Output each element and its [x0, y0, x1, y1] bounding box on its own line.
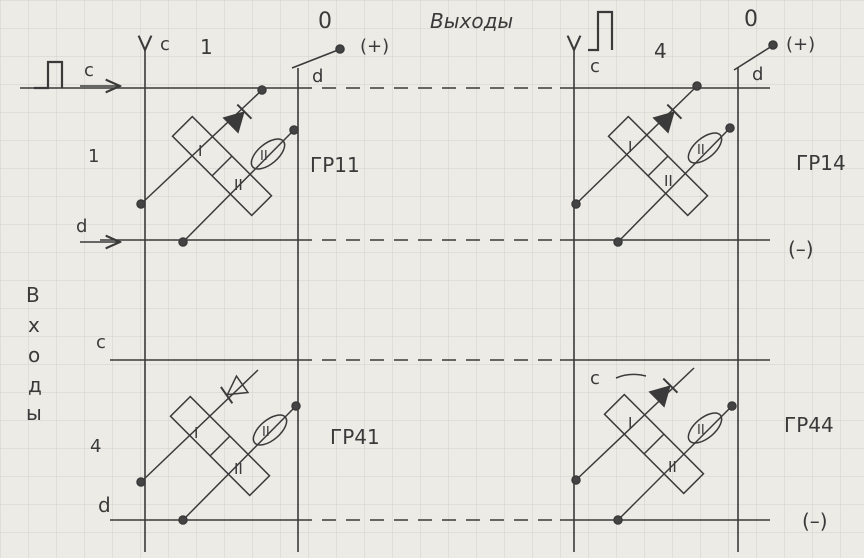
gr41-winding-3: II — [262, 425, 270, 440]
inputs-letter-2: х — [28, 313, 40, 337]
gr44-winding-2: II — [668, 458, 677, 476]
gr14-winding-2: II — [664, 172, 673, 190]
element-gr44: I II II ГР44 c — [571, 367, 834, 525]
plus-label-right: (+) — [786, 34, 815, 55]
gr14-winding-3: II — [697, 143, 705, 158]
gr44-label: ГР44 — [784, 413, 834, 437]
diode-icon — [652, 103, 683, 134]
output-zero-left: 0 — [318, 9, 332, 34]
gr41-label: ГР41 — [330, 425, 380, 449]
gr11-winding-2: II — [234, 176, 243, 194]
plus-label-left: (+) — [360, 36, 389, 57]
gr41-winding-2: II — [234, 460, 243, 478]
vertical-rails — [145, 50, 739, 552]
inputs-letter-4: д — [28, 373, 42, 397]
output-leads — [291, 40, 778, 71]
minus-label-top: (–) — [788, 237, 814, 261]
rail-label-c-left: c — [160, 34, 170, 55]
gr14-winding-1: I — [628, 138, 632, 156]
gr11-label: ГР11 — [310, 153, 360, 177]
element-gr14: I II II ГР14 — [571, 81, 846, 247]
input-c-row4-label: c — [96, 332, 106, 353]
input-c-row1-label: c — [84, 60, 94, 81]
gr44-c-label: c — [590, 368, 600, 389]
row-number-bottom: 4 — [90, 436, 101, 457]
pulse-symbol-right — [588, 10, 614, 52]
input-d-row1-label: d — [76, 216, 87, 237]
element-gr11: I II II ГР11 — [136, 85, 360, 247]
inputs-letter-5: ы — [26, 401, 42, 425]
inputs-letter-3: о — [28, 343, 40, 367]
rail-label-c-right: c — [590, 56, 600, 77]
gr11-winding-3: II — [260, 149, 268, 164]
rail-label-d-right: d — [752, 64, 763, 85]
gr44-winding-1: I — [628, 414, 632, 432]
output-terminal-right — [768, 40, 778, 50]
diode-icon — [648, 377, 679, 408]
gr14-label: ГР14 — [796, 151, 846, 175]
input-labels: c d c d 1 4 В х о д ы — [26, 60, 111, 517]
minus-label-bottom: (–) — [802, 509, 828, 533]
column-number-right: 4 — [654, 39, 667, 63]
gr41-winding-1: I — [194, 424, 198, 442]
gr11-winding-1: I — [198, 142, 202, 160]
element-gr41: I II II ГР41 — [136, 369, 380, 525]
horizontal-lines — [20, 87, 770, 521]
rail-letters: c d c d — [160, 34, 763, 87]
output-zero-right: 0 — [744, 7, 758, 32]
input-arrows — [80, 86, 120, 242]
column-number-left: 1 — [200, 35, 213, 59]
input-d-row4-label: d — [98, 493, 111, 517]
diode-icon — [220, 374, 250, 404]
row-number-top: 1 — [88, 146, 99, 167]
header: Выходы 0 0 1 4 (+) (+) (–) (–) — [34, 7, 828, 533]
diode-icon — [222, 103, 253, 134]
outputs-label: Выходы — [430, 9, 513, 33]
inputs-letter-1: В — [26, 283, 40, 307]
rail-label-d-left: d — [312, 66, 323, 87]
output-terminal-left — [335, 44, 345, 54]
gr44-winding-3: II — [697, 423, 705, 438]
